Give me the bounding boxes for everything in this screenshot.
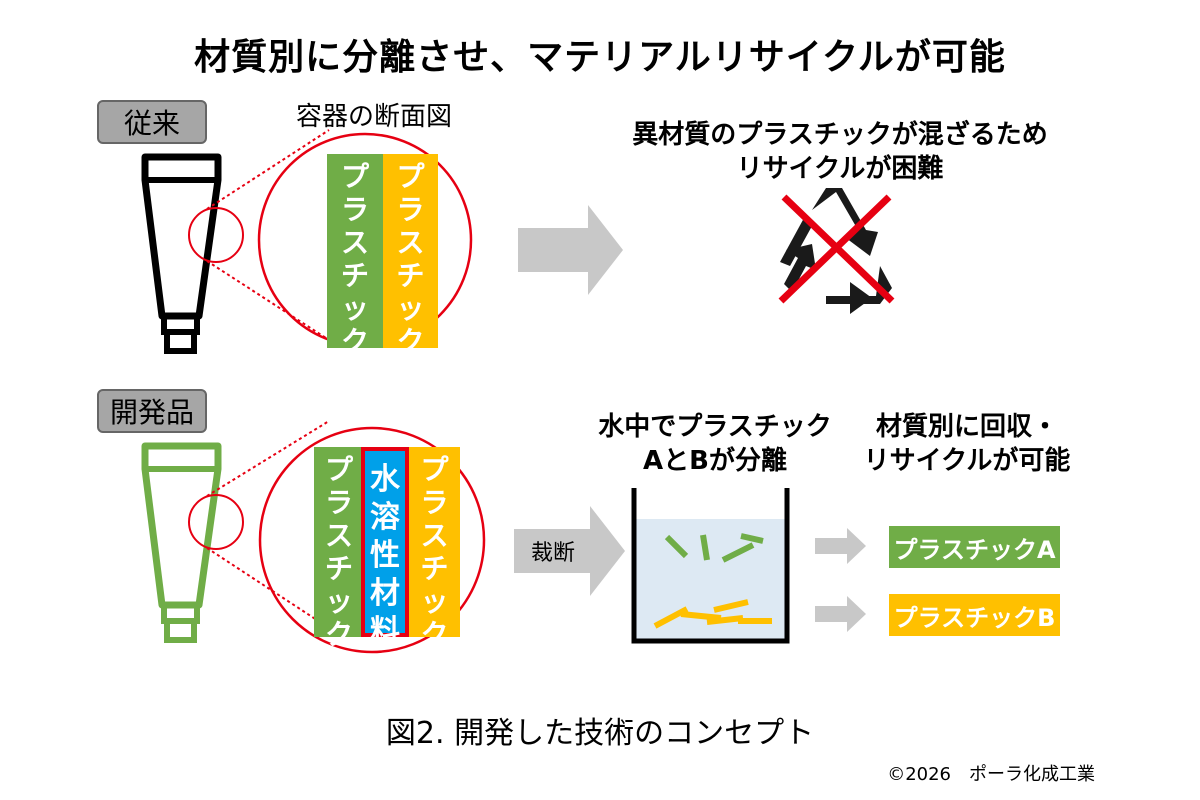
collection-line-1: 材質別に回収・ [875,412,1058,442]
layer-plastic-a: プ ラ ス チ ッ ク A [314,447,364,684]
layer-char: チ [324,552,353,585]
layer-char: ッ [324,585,353,618]
layer-char: A [328,651,350,684]
collection-line-2: リサイクルが可能 [863,446,1071,476]
layer-char: ッ [396,292,425,325]
layer-char: B [399,358,422,391]
figure-caption: 図2. 開発した技術のコンセプト [385,716,815,751]
layer-char: 性 [370,538,400,573]
layer-char: 溶 [370,500,400,535]
layer-char: ス [324,519,353,552]
layer-plastic-b: プ ラ ス チ ッ ク B [383,154,438,391]
separation-text: 水中でプラスチック AとBが分離 [585,410,845,478]
layer-char: ス [420,519,449,552]
recycling-difficult-text: 異材質のプラスチックが混ざるため リサイクルが困難 [600,118,1080,186]
cross-section-label: 容器の断面図 [296,102,453,132]
layer-char: ッ [340,292,369,325]
result-line-1: 異材質のプラスチックが混ざるため [632,120,1048,150]
separation-line-1: 水中でプラスチック [598,412,832,442]
layer-char: ッ [420,585,449,618]
page-title: 材質別に分離させ、マテリアルリサイクルが可能 [194,37,1006,78]
layer-char: A [344,358,366,391]
layer-char: チ [420,552,449,585]
layer-char: ラ [324,486,353,519]
conventional-arrow [518,205,623,295]
water-container [631,488,790,644]
layer-char: ク [396,325,425,358]
layer-char: 材 [370,576,400,611]
plastic-a-box: プラスチックA [889,526,1060,568]
layer-char: プ [396,160,425,193]
collection-text: 材質別に回収・ リサイクルが可能 [862,410,1072,478]
layer-char: ク [340,325,369,358]
copyright-credit: ©2026 ポーラ化成工業 [887,764,1095,785]
layer-char: ス [340,226,369,259]
layer-water-soluble: 水 溶 性 材 料 [361,447,409,649]
conventional-tag: 従来 [97,100,207,144]
conventional-tube-icon [141,153,222,354]
layer-char: ラ [420,486,449,519]
recycle-crossed-icon [778,188,895,314]
layer-char: ク [420,618,449,651]
layer-plastic-a: プ ラ ス チ ッ ク A [327,154,383,391]
developed-tube-icon [141,442,222,643]
layer-char: ス [396,226,425,259]
cut-arrow [514,506,625,596]
cut-label: 裁断 [531,541,576,566]
layer-char: プ [340,160,369,193]
layer-char: B [423,651,446,684]
arrow-to-plastic-a [815,528,866,564]
layer-char: 料 [370,614,400,649]
layer-char: 水 [370,462,400,497]
layer-char: ラ [396,193,425,226]
result-line-2: リサイクルが困難 [736,154,944,184]
layer-char: チ [340,259,369,292]
plastic-b-box: プラスチックB [889,594,1060,636]
developed-tag: 開発品 [97,389,207,433]
layer-char: プ [324,453,353,486]
developed-zoom-indicator [188,420,486,654]
arrow-to-plastic-b [815,596,866,632]
layer-char: チ [396,259,425,292]
layer-char: プ [420,453,449,486]
separation-line-2: AとBが分離 [643,446,787,476]
layer-char: ク [324,618,353,651]
layer-plastic-b: プ ラ ス チ ッ ク B [409,447,460,684]
layer-char: ラ [340,193,369,226]
